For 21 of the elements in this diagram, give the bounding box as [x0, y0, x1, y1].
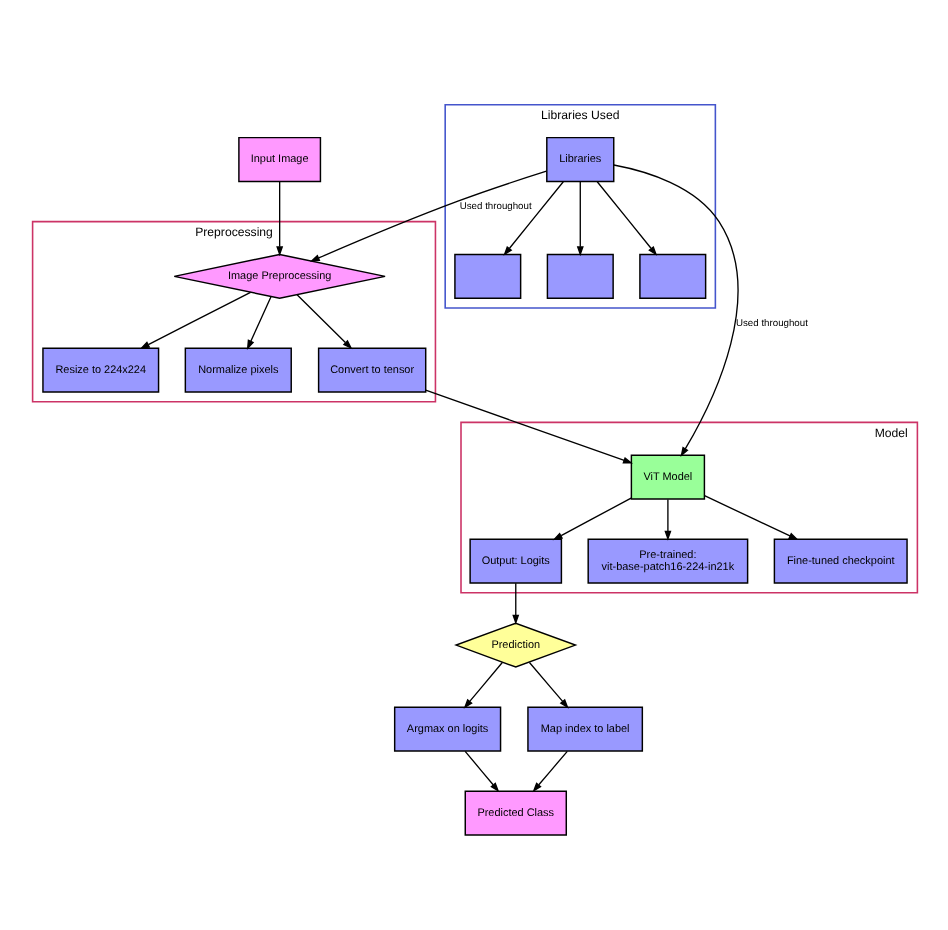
- arrow: [424, 389, 632, 464]
- arrow: [295, 294, 352, 350]
- arrow: [551, 497, 631, 541]
- arrow: [308, 170, 547, 262]
- arrow: [702, 495, 798, 541]
- node-box: [545, 253, 613, 299]
- node-box: [638, 253, 706, 299]
- arrow: [463, 750, 499, 793]
- arrow: [575, 181, 583, 257]
- arrow: [612, 164, 738, 457]
- arrow: [527, 661, 568, 709]
- arrow: [502, 181, 563, 256]
- arrow: [595, 181, 657, 256]
- arrow: [663, 498, 671, 541]
- arrow: [275, 181, 283, 257]
- arrow: [462, 661, 502, 709]
- arrow: [511, 582, 519, 625]
- arrow: [531, 750, 567, 793]
- arrow: [245, 295, 271, 350]
- node-box: [453, 253, 521, 299]
- arrow: [138, 291, 251, 349]
